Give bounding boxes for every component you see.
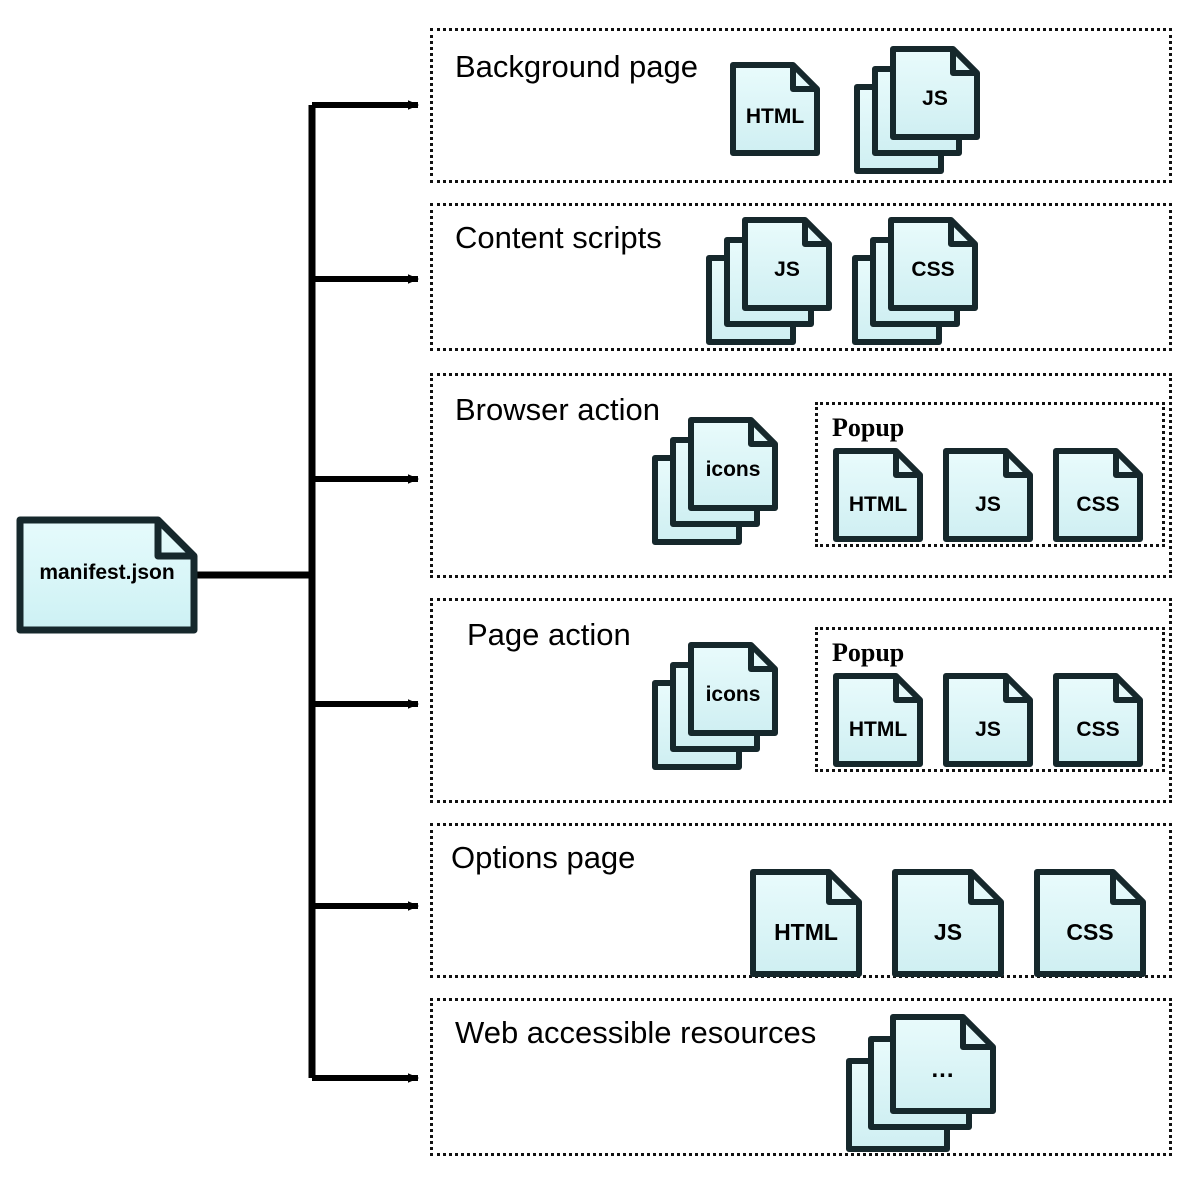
popup-box-page-action[interactable]: Popup HTML xyxy=(815,627,1165,772)
file-icon-label: JS xyxy=(975,718,1001,741)
section-title-page-action: Page action xyxy=(467,617,631,652)
file-stack-icon-js[interactable]: JS xyxy=(853,43,983,175)
file-icon-html[interactable]: HTML xyxy=(729,61,821,157)
file-icon-label: CSS xyxy=(911,258,954,281)
file-stack-icon-icons[interactable]: icons xyxy=(651,639,791,771)
section-title-background-page: Background page xyxy=(455,49,699,84)
file-icon xyxy=(16,516,198,634)
section-title-content-scripts: Content scripts xyxy=(455,220,662,255)
file-icon-label: CSS xyxy=(1076,493,1119,516)
file-icon-html[interactable]: HTML xyxy=(749,868,865,980)
section-title-browser-action: Browser action xyxy=(455,392,661,427)
file-icon-label: HTML xyxy=(849,718,907,741)
section-web-accessible-resources[interactable]: Web accessible resources ... xyxy=(430,998,1172,1156)
popup-title: Popup xyxy=(832,413,905,442)
file-icon-label: HTML xyxy=(774,919,838,945)
file-icon-label: CSS xyxy=(1076,718,1119,741)
file-icon-label: CSS xyxy=(1066,919,1113,945)
file-icon-label: JS xyxy=(934,919,962,945)
file-icon-label: JS xyxy=(774,258,800,281)
file-icon-label: icons xyxy=(706,458,761,481)
file-icon-css[interactable]: CSS xyxy=(1033,868,1149,980)
file-icon-css[interactable]: CSS xyxy=(1052,672,1144,768)
section-browser-action[interactable]: Browser action icons Popup xyxy=(430,373,1172,578)
file-icon-js[interactable]: JS xyxy=(891,868,1007,980)
section-title-web-accessible-resources: Web accessible resources xyxy=(455,1015,817,1050)
file-stack-icon-resources[interactable]: ... xyxy=(845,1011,1005,1153)
file-icon-label: HTML xyxy=(849,493,907,516)
file-icon-html[interactable]: HTML xyxy=(832,447,924,543)
popup-title: Popup xyxy=(832,638,905,667)
file-stack-icon-icons[interactable]: icons xyxy=(651,414,791,546)
file-icon-label: HTML xyxy=(746,105,804,128)
file-stack-icon-js[interactable]: JS xyxy=(705,214,835,346)
file-icon-css[interactable]: CSS xyxy=(1052,447,1144,543)
manifest-json-node[interactable]: manifest.json xyxy=(16,516,198,634)
file-icon-js[interactable]: JS xyxy=(942,672,1034,768)
section-title-options-page: Options page xyxy=(451,840,636,875)
file-icon-label: icons xyxy=(706,683,761,706)
file-stack-icon-css[interactable]: CSS xyxy=(851,214,981,346)
file-icon-html[interactable]: HTML xyxy=(832,672,924,768)
section-options-page[interactable]: Options page HTML xyxy=(430,823,1172,978)
file-icon-label: ... xyxy=(931,1056,954,1083)
popup-box-browser-action[interactable]: Popup HTML xyxy=(815,402,1165,547)
section-page-action[interactable]: Page action icons Popup xyxy=(430,598,1172,803)
file-icon-label: JS xyxy=(922,87,948,110)
section-content-scripts[interactable]: Content scripts JS xyxy=(430,203,1172,351)
manifest-json-label: manifest.json xyxy=(39,561,175,584)
file-icon-label: JS xyxy=(975,493,1001,516)
file-icon-js[interactable]: JS xyxy=(942,447,1034,543)
section-background-page[interactable]: Background page HTML xyxy=(430,28,1172,183)
